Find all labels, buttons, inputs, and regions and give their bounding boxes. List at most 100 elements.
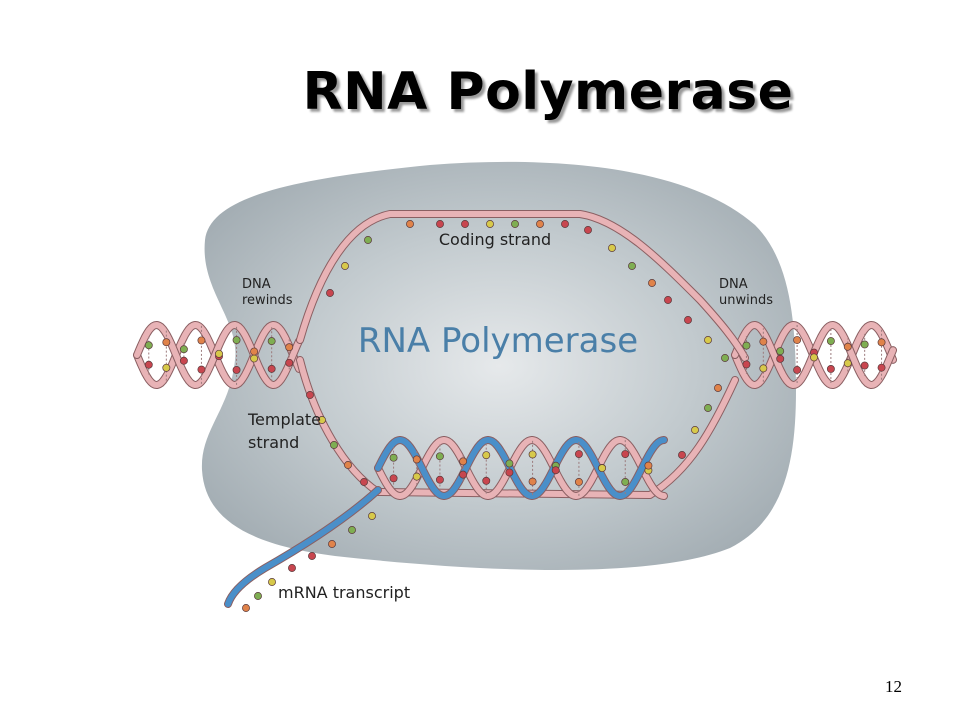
coding-strand-base <box>536 220 544 228</box>
hybrid-helix-base <box>574 478 583 486</box>
coding-strand-base <box>436 220 444 228</box>
mrna-strand <box>225 487 381 607</box>
hybrid-rna-strand <box>375 437 667 499</box>
dna-unwinds-label-line1: DNA <box>719 277 748 292</box>
dna-rewinds-label-line1: DNA <box>242 277 271 292</box>
coding-strand-base <box>364 236 372 244</box>
left-helix-base <box>144 341 153 350</box>
coding-strand-base <box>684 316 692 324</box>
mrna-base <box>328 540 336 548</box>
right-helix-base <box>793 366 802 374</box>
template-strand-base <box>306 391 314 399</box>
template-strand <box>297 357 738 498</box>
mrna-base <box>348 526 356 534</box>
hybrid-helix-base <box>482 451 491 460</box>
coding-strand-base <box>461 220 469 228</box>
page-number: 12 <box>885 677 902 696</box>
coding-strand-base <box>486 220 494 228</box>
dna-unwinds-label-line2: unwinds <box>719 293 773 308</box>
right-helix-base <box>877 338 886 347</box>
left-helix-base <box>232 366 241 374</box>
coding-strand-base <box>406 220 414 228</box>
hybrid-helix-base <box>528 477 537 486</box>
right-helix-base <box>776 347 785 356</box>
right-helix-base <box>776 354 785 363</box>
coding-strand-base <box>704 336 712 344</box>
left-helix-base <box>162 338 171 347</box>
coding-strand-base <box>584 226 592 234</box>
hybrid-dna-strand <box>375 437 667 499</box>
template-strand-base <box>330 441 338 449</box>
right-helix-base <box>742 341 751 350</box>
enzyme-label: RNA Polymerase <box>358 321 638 361</box>
hybrid-helix-base <box>621 450 630 459</box>
right-helix-base <box>810 353 818 362</box>
dna-rewinds-label-line2: rewinds <box>242 293 293 308</box>
coding-strand-base <box>664 296 672 304</box>
coding-strand-base <box>341 262 349 270</box>
right-helix-base <box>742 360 751 369</box>
hybrid-helix-base <box>644 461 653 470</box>
hybrid-helix-base <box>435 475 444 484</box>
left-helix-base <box>250 354 259 363</box>
left-helix-strand-a <box>134 322 302 388</box>
hybrid-helix-base <box>574 450 583 458</box>
hybrid-helix-base <box>389 453 398 462</box>
right-helix-base <box>843 342 852 351</box>
template-strand-base <box>344 461 352 469</box>
template-strand-base <box>360 478 368 486</box>
hybrid-helix-base <box>459 470 468 479</box>
right-helix-base <box>843 359 852 368</box>
coding-strand-label: Coding strand <box>439 230 551 249</box>
left-helix-base <box>267 337 276 346</box>
left-helix-base <box>250 347 259 356</box>
coding-strand-base <box>608 244 616 252</box>
hybrid-helix-base <box>505 468 514 477</box>
hybrid-helix-base <box>621 477 630 486</box>
mrna-base <box>288 564 296 572</box>
hybrid-helix-base <box>389 474 398 483</box>
hybrid-helix-base <box>412 455 421 464</box>
coding-strand-base <box>561 220 569 228</box>
template-strand-base <box>691 426 699 434</box>
nucleotide-bases <box>144 220 886 612</box>
hybrid-helix-base <box>528 450 537 459</box>
left-helix-base <box>179 345 188 354</box>
mrna-base <box>254 592 262 600</box>
coding-strand-base <box>628 262 636 270</box>
right-helix-base <box>826 365 835 373</box>
coding-strand-base <box>648 279 656 287</box>
left-helix-base <box>144 360 153 369</box>
right-helix-base <box>860 361 869 370</box>
left-helix-strand-b <box>134 322 302 388</box>
mrna-base <box>368 512 376 520</box>
mrna-base <box>268 578 276 586</box>
right-helix-base <box>759 337 768 346</box>
left-helix-base <box>215 349 223 358</box>
right-helix-base <box>826 337 835 345</box>
hybrid-helix-base <box>435 452 444 461</box>
template-strand-base <box>678 451 686 459</box>
left-helix-base <box>179 356 188 365</box>
hybrid-helix-base <box>482 476 491 485</box>
template-strand-base <box>714 384 722 392</box>
right-helix-base <box>860 340 869 349</box>
right-helix-base <box>793 336 802 344</box>
slide-title: RNA Polymerase <box>302 62 794 122</box>
coding-strand-base <box>326 289 334 297</box>
template-strand-label-line2: strand <box>248 433 299 452</box>
hybrid-helix-base <box>412 472 421 481</box>
right-helix-base <box>759 364 768 373</box>
hybrid-helix-base <box>598 464 607 473</box>
mrna-base <box>242 604 250 612</box>
coding-strand-base <box>511 220 519 228</box>
template-strand-base <box>704 404 712 412</box>
left-helix-base <box>267 364 276 373</box>
right-helix-base <box>877 363 886 372</box>
coding-strand <box>297 211 748 361</box>
mrna-transcript-label: mRNA transcript <box>278 583 410 602</box>
left-helix-base <box>232 336 241 344</box>
mrna-base <box>308 552 316 560</box>
template-strand-base <box>318 416 326 424</box>
